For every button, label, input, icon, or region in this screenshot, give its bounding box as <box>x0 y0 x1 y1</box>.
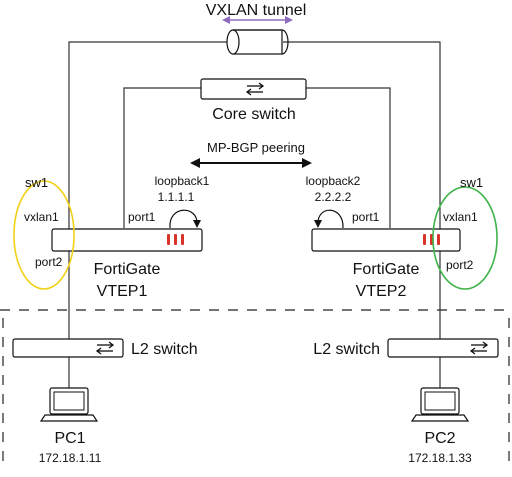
sw1-left-ring <box>13 180 75 290</box>
loopback2-ip: 2.2.2.2 <box>315 190 352 204</box>
sw1-right-ring <box>432 186 498 290</box>
vtep1-vxlan1: vxlan1 <box>24 210 59 224</box>
switch-arrows-icon <box>95 341 115 355</box>
loopback2-label: loopback2 <box>306 174 361 188</box>
pc1-name: PC1 <box>54 430 85 447</box>
pc2-ip: 172.18.1.33 <box>408 451 472 465</box>
fortigate-vtep2 <box>311 228 461 252</box>
l2-switch-left-label: L2 switch <box>131 341 198 358</box>
bgp-label: MP-BGP peering <box>207 140 305 155</box>
sw1-right-label: sw1 <box>460 175 483 190</box>
tunnel-label: VXLAN tunnel <box>206 2 307 19</box>
bgp-arrow-icon <box>190 158 312 168</box>
laptop-icon <box>39 387 99 422</box>
fortigate-vtep1 <box>51 228 203 252</box>
fortigate-led-icon <box>167 234 184 245</box>
core-switch <box>200 78 307 100</box>
vtep2-port2: port2 <box>446 258 474 272</box>
vtep2-port1: port1 <box>352 210 380 224</box>
access-wires <box>68 340 441 388</box>
l2-switch-right-label: L2 switch <box>313 341 380 358</box>
vtep2-role: VTEP2 <box>356 283 407 300</box>
l2-switch-right <box>387 338 499 358</box>
vtep2-vxlan1: vxlan1 <box>443 210 478 224</box>
loopback1-label: loopback1 <box>155 174 210 188</box>
vtep1-port2: port2 <box>35 255 63 269</box>
vtep2-name: FortiGate <box>353 261 420 278</box>
pc2-name: PC2 <box>424 430 455 447</box>
vxlan-tunnel-icon <box>226 29 289 55</box>
sw1-left-label: sw1 <box>25 175 48 190</box>
loopback1-arrow-icon <box>169 209 201 229</box>
pc1-ip: 172.18.1.11 <box>39 451 102 465</box>
laptop-icon <box>410 387 470 422</box>
core-switch-label: Core switch <box>212 106 296 123</box>
vtep1-name: FortiGate <box>94 261 161 278</box>
l2-switch-left <box>12 338 124 358</box>
switch-arrows-icon <box>469 341 489 355</box>
tunnel-arrow-icon <box>222 16 293 24</box>
loopback1-ip: 1.1.1.1 <box>158 190 195 204</box>
vtep1-port1: port1 <box>128 210 156 224</box>
vtep1-role: VTEP1 <box>97 283 148 300</box>
core-wires <box>123 87 391 228</box>
fortigate-led-icon <box>423 234 440 245</box>
loopback2-arrow-icon <box>314 209 344 229</box>
switch-arrows-icon <box>245 82 265 96</box>
